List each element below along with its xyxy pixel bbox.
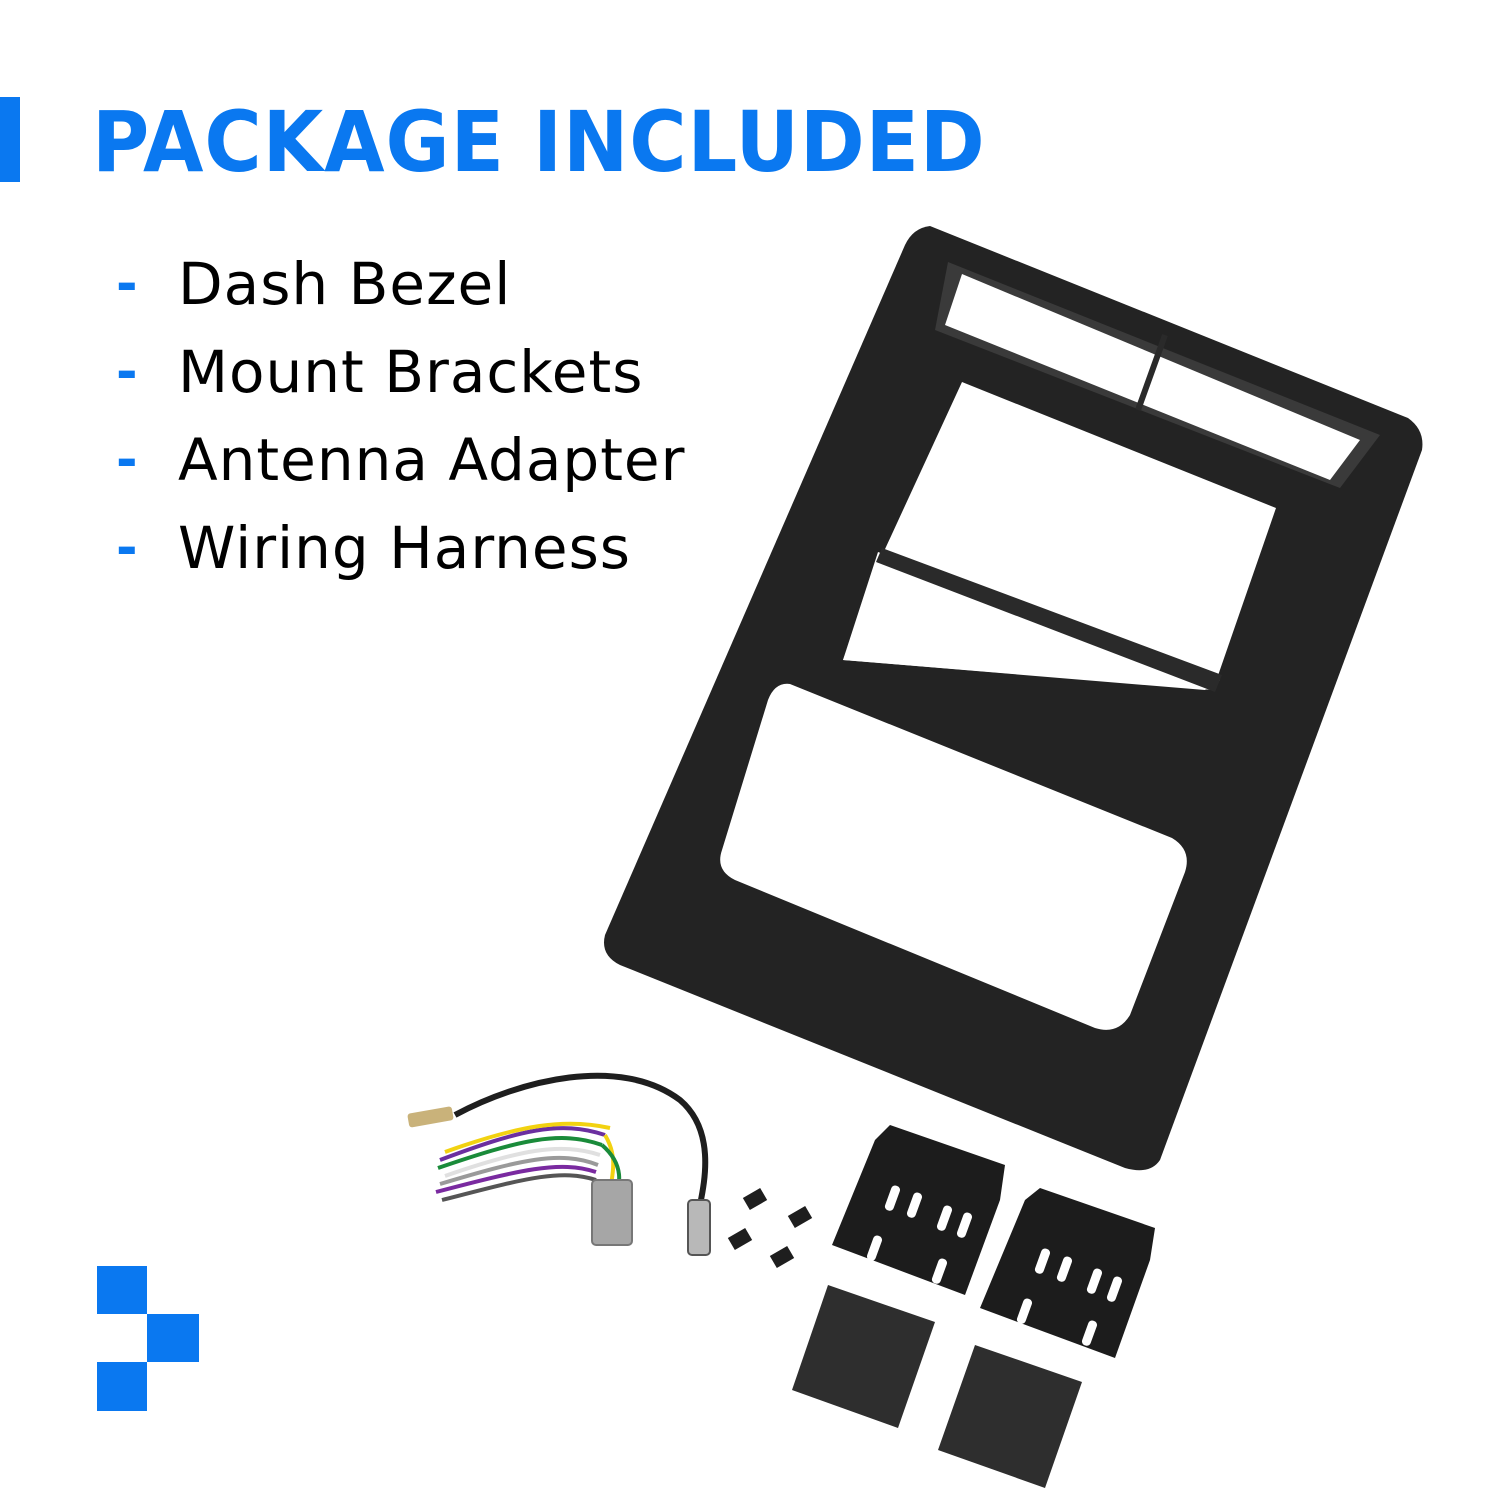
wiring-harness-image bbox=[435, 1121, 633, 1246]
bullet-dash-icon: - bbox=[116, 430, 138, 490]
item-label: Antenna Adapter bbox=[178, 426, 686, 494]
decorative-blocks-icon bbox=[97, 1266, 199, 1411]
page-title: PACKAGE INCLUDED bbox=[92, 93, 986, 191]
item-label: Mount Brackets bbox=[178, 338, 644, 406]
list-item: - Antenna Adapter bbox=[116, 416, 685, 504]
mount-clips-image bbox=[727, 1187, 813, 1269]
list-item: - Mount Brackets bbox=[116, 328, 685, 416]
antenna-adapter-image bbox=[407, 1072, 711, 1256]
bullet-dash-icon: - bbox=[116, 342, 138, 402]
mount-brackets-image bbox=[832, 1125, 1155, 1358]
dash-bezel-image bbox=[604, 226, 1423, 1171]
list-item: - Dash Bezel bbox=[116, 240, 685, 328]
bullet-dash-icon: - bbox=[116, 254, 138, 314]
accent-bar bbox=[0, 97, 20, 182]
list-item: - Wiring Harness bbox=[116, 504, 685, 592]
item-label: Dash Bezel bbox=[178, 250, 512, 318]
item-label: Wiring Harness bbox=[178, 514, 632, 582]
bracket-pads-image bbox=[792, 1285, 1082, 1488]
bullet-dash-icon: - bbox=[116, 518, 138, 578]
package-list: - Dash Bezel - Mount Brackets - Antenna … bbox=[116, 240, 685, 592]
